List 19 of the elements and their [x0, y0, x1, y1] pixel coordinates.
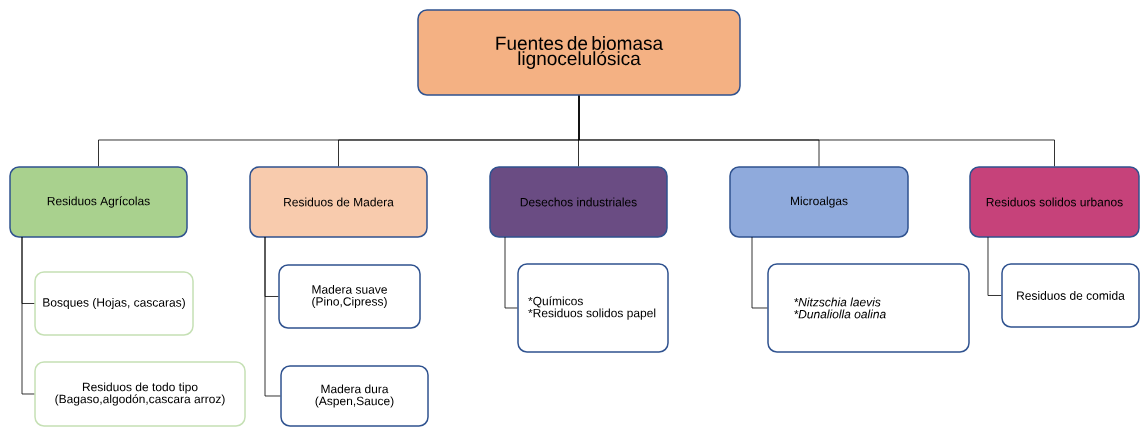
connector-line [264, 236, 281, 397]
connector-line [987, 236, 1002, 296]
item-box: Bosques (Hojas, cascaras) [34, 271, 194, 336]
item-box: *Nitzschia laevis *Dunaliolla oalina [767, 263, 970, 353]
category-box: Microalgas [729, 166, 909, 238]
connector-line [21, 236, 35, 395]
connector-line [504, 236, 518, 309]
category-box: Residuos solidos urbanos [969, 166, 1140, 238]
category-box: Residuos Agrícolas [9, 166, 188, 238]
item-box: Madera suave (Pino,Cipress) [278, 264, 421, 329]
category-box: Residuos de Madera [249, 166, 428, 238]
root-box: Fuentes de biomasa lignocelulósica [417, 9, 741, 96]
item-box: Residuos de comida [1001, 263, 1140, 328]
connector-line [578, 95, 1055, 167]
item-box: Residuos de todo tipo (Bagaso,algodón,cascara arroz) [34, 361, 246, 427]
item-box: *Químicos *Residuos solidos papel [517, 263, 669, 353]
connector-line [751, 236, 768, 309]
category-box: Desechos industriales [489, 166, 668, 238]
item-box: Madera dura (Aspen,Sauce) [280, 365, 429, 427]
